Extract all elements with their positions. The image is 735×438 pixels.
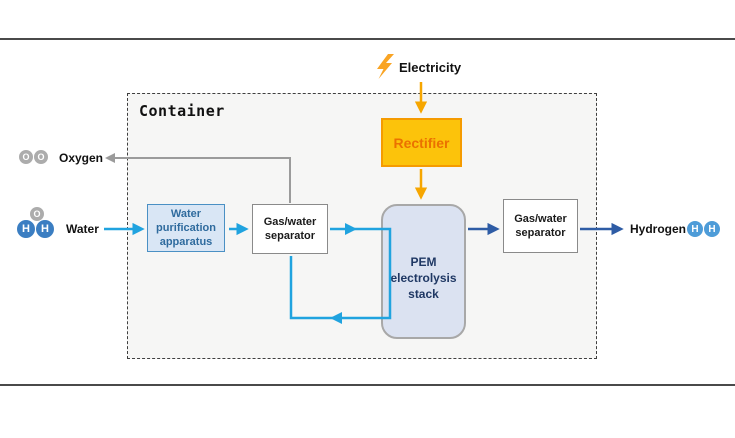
purification-line3: apparatus [159, 236, 213, 248]
separator-left-line1: Gas/water [263, 216, 317, 228]
hydrogen-atom: H [16, 219, 36, 239]
oxygen-label: Oxygen [59, 151, 104, 165]
bottom-frame-line [0, 384, 735, 386]
water-label: Water [66, 222, 99, 236]
pem-line2: electrolysis [390, 270, 457, 285]
hydrogen-atom: H [35, 219, 55, 239]
hydrogen-label: Hydrogen [630, 222, 687, 236]
purification-line1: Water [170, 208, 202, 220]
water-molecule-icon: O H H [15, 205, 56, 240]
separator-left-line2: separator [264, 230, 316, 242]
rectifier-box: Rectifier [381, 118, 462, 167]
pem-line3: stack [408, 286, 439, 301]
gas-water-separator-left-box: Gas/water separator [252, 204, 328, 254]
hydrogen-atom: H [703, 220, 721, 238]
water-purification-box: Water purification apparatus [147, 204, 225, 252]
hydrogen-atom: H [686, 220, 704, 238]
hydrogen-molecule-icon: H H [686, 220, 722, 239]
rectifier-label: Rectifier [393, 134, 450, 151]
separator-right-line2: separator [515, 227, 566, 239]
top-frame-line [0, 38, 735, 40]
gas-water-separator-right-box: Gas/water separator [503, 199, 578, 253]
pem-electrolysis-stack-box: PEM electrolysis stack [381, 204, 466, 339]
lightning-bolt-icon [377, 54, 394, 79]
electricity-label: Electricity [399, 60, 462, 75]
container-label: Container [139, 102, 225, 120]
oxygen-atom: O [18, 149, 34, 165]
pem-line1: PEM [410, 254, 437, 269]
purification-line2: purification [156, 222, 216, 234]
oxygen-atom: O [33, 149, 49, 165]
separator-right-line1: Gas/water [514, 213, 567, 225]
oxygen-molecule-icon: O O [18, 148, 51, 166]
